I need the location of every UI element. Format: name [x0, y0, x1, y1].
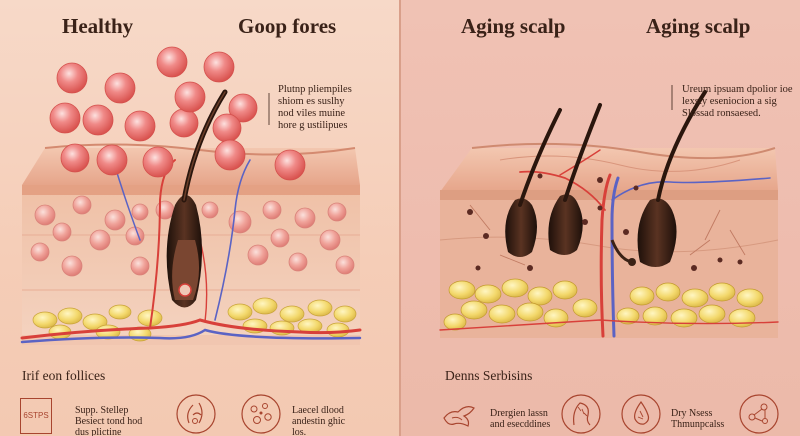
- aging-fat-layer: [443, 278, 764, 331]
- aging-hair-follicles: [467, 90, 743, 271]
- follicle-circle-icon: [176, 394, 216, 434]
- drop-circle-icon: [621, 394, 661, 434]
- healthy-fat-layer: [32, 297, 357, 342]
- healthy-floating-cells: [49, 46, 306, 181]
- healthy-title: Healthy: [62, 14, 134, 38]
- scalp-circle-icon: [561, 394, 601, 434]
- aging-follicle-3: [637, 90, 707, 267]
- aging-note: Ureum ipsuam dpolior ioe lexsty esenioci…: [682, 84, 793, 119]
- aging-follicle-1: [505, 108, 562, 257]
- aging-dark-spots: [467, 173, 743, 271]
- aging-skin-block: [439, 142, 779, 338]
- healthy-section-label: Irif eon follices: [22, 368, 106, 383]
- molecule-circle-icon: [739, 394, 779, 434]
- aging-thin-follicle: [610, 239, 636, 266]
- healthy-note: Plutnp pliempiles shiom es suslhy nod vi…: [278, 84, 352, 131]
- cells-circle-icon: [241, 394, 281, 434]
- healthy-feature-2-text: Laecel dlood andestin ghic los.: [292, 405, 346, 436]
- healthy-feature-1-text: Supp. Stellep Besiect tond hod dus plict…: [75, 405, 143, 436]
- aging-feature-1-text: Drergien lassn and esecddines: [490, 408, 551, 430]
- healthy-subtitle: Goop fores: [238, 14, 337, 38]
- aging-follicle-2: [548, 103, 602, 255]
- label-box-icon: 6STPS: [20, 398, 52, 434]
- aging-feature-2-text: Dry Nsess Thmunpcalss: [671, 408, 725, 430]
- aging-subtitle: Aging scalp: [646, 14, 751, 38]
- healthy-hair-follicle: [166, 89, 228, 308]
- aging-section-label: Denns Serbisins: [445, 368, 533, 383]
- hand-icon: [443, 406, 475, 427]
- label-box-text: 6STPS: [23, 411, 49, 420]
- panel-divider: [399, 0, 401, 436]
- aging-title: Aging scalp: [461, 14, 566, 38]
